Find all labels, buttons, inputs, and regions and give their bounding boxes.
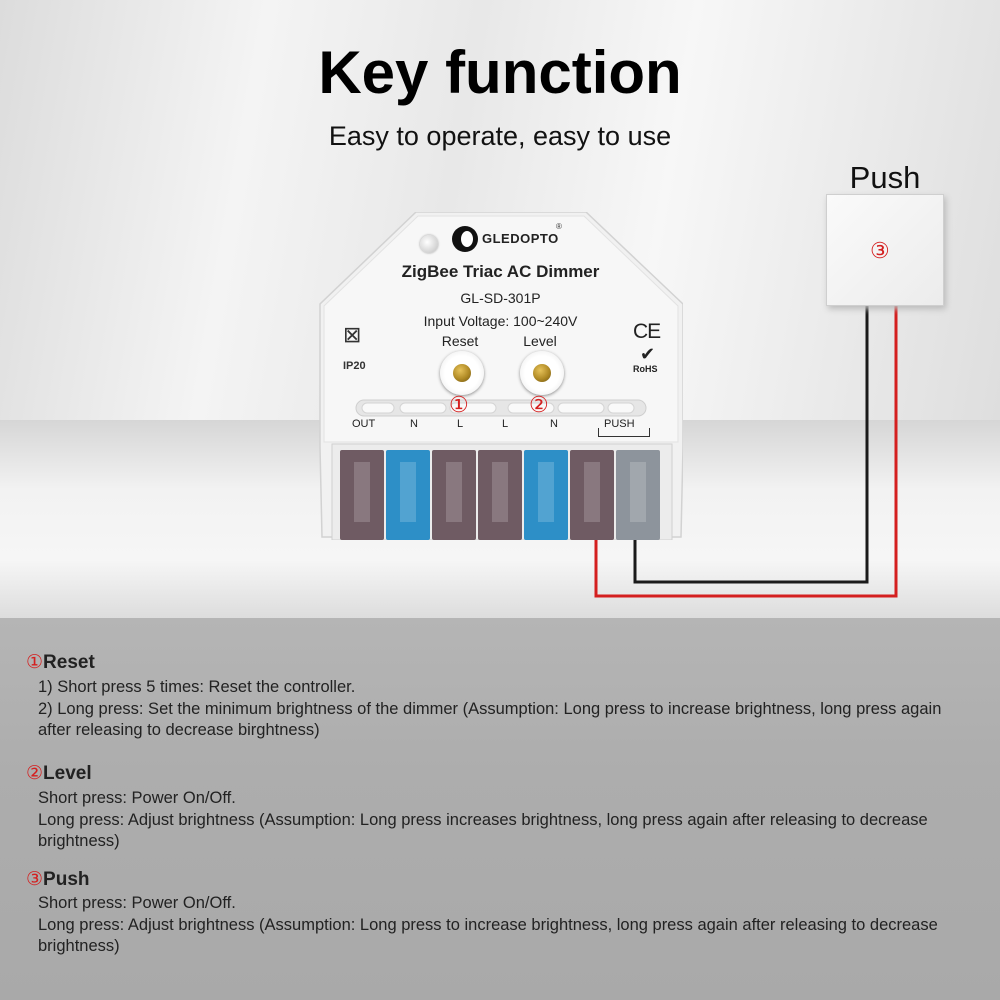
section-title: Level bbox=[43, 763, 92, 784]
section-marker: ① bbox=[26, 652, 44, 673]
terminal-lever bbox=[386, 450, 430, 540]
section-marker: ② bbox=[26, 763, 44, 784]
terminal-lever bbox=[524, 450, 568, 540]
section-line: Long press: Adjust brightness (Assumptio… bbox=[38, 915, 938, 956]
page-subtitle: Easy to operate, easy to use bbox=[328, 121, 672, 151]
terminal-lever bbox=[478, 450, 522, 540]
terminal-lever bbox=[432, 450, 476, 540]
terminal-lever bbox=[616, 450, 660, 540]
ce-mark: CE bbox=[633, 320, 661, 343]
section-level-body: Short press: Power On/Off. Long press: A… bbox=[38, 788, 958, 853]
device-name: ZigBee Triac AC Dimmer bbox=[401, 262, 600, 281]
section-level-heading: ②Level bbox=[26, 762, 92, 785]
terminal-slot bbox=[399, 402, 447, 414]
terminal-label-n2: N bbox=[550, 418, 558, 430]
terminal-slot bbox=[449, 402, 497, 414]
status-led bbox=[420, 235, 438, 253]
section-title: Reset bbox=[43, 652, 95, 673]
rohs-mark: RoHS bbox=[633, 364, 658, 374]
terminal-label-out: OUT bbox=[352, 418, 376, 430]
terminal-lever bbox=[340, 450, 384, 540]
terminal-lever-groove bbox=[538, 462, 554, 522]
section-line: 1) Short press 5 times: Reset the contro… bbox=[38, 678, 356, 696]
red-wire bbox=[594, 304, 898, 598]
page-title: Key function bbox=[318, 39, 682, 106]
terminal-label-n1: N bbox=[410, 418, 418, 430]
reset-label: Reset bbox=[441, 333, 479, 349]
terminal-lever bbox=[570, 450, 614, 540]
terminal-lever-groove bbox=[354, 462, 370, 522]
brand-logo: GLEDOPTO ® bbox=[452, 222, 572, 254]
black-wire bbox=[633, 304, 869, 584]
push-switch[interactable] bbox=[826, 194, 944, 306]
section-reset-heading: ①Reset bbox=[26, 651, 95, 674]
brand-name: GLEDOPTO bbox=[482, 231, 559, 246]
terminal-lever-groove bbox=[584, 462, 600, 522]
section-reset-body: 1) Short press 5 times: Reset the contro… bbox=[38, 677, 958, 742]
terminal-label-push: PUSH bbox=[604, 418, 635, 430]
terminal-lever-groove bbox=[400, 462, 416, 522]
weee-bin-icon: ⊠ bbox=[343, 322, 362, 347]
ip-rating: IP20 bbox=[343, 360, 366, 372]
section-push-heading: ③Push bbox=[26, 868, 90, 891]
checkmark-icon: ✔ bbox=[640, 344, 656, 364]
terminal-lever-groove bbox=[630, 462, 646, 522]
push-switch-title: Push bbox=[849, 160, 921, 195]
gledopto-logo-icon bbox=[452, 226, 478, 252]
level-button[interactable] bbox=[520, 351, 564, 395]
section-push-body: Short press: Power On/Off. Long press: A… bbox=[38, 893, 958, 958]
section-line: Long press: Adjust brightness (Assumptio… bbox=[38, 810, 928, 851]
level-marker: ② bbox=[529, 392, 549, 417]
registered-mark: ® bbox=[556, 222, 562, 231]
level-label: Level bbox=[523, 333, 557, 349]
terminal-slot bbox=[607, 402, 635, 414]
reset-button[interactable] bbox=[440, 351, 484, 395]
terminal-lever-groove bbox=[492, 462, 508, 522]
background-lower bbox=[0, 618, 1000, 1000]
push-switch-marker: ③ bbox=[870, 238, 890, 263]
push-bracket bbox=[598, 428, 650, 437]
terminal-block bbox=[340, 450, 660, 540]
terminal-label-l2: L bbox=[502, 418, 509, 430]
section-marker: ③ bbox=[26, 869, 44, 890]
section-title: Push bbox=[43, 869, 90, 890]
device-label-panel bbox=[323, 215, 679, 443]
terminal-slot bbox=[507, 402, 555, 414]
terminal-slot bbox=[557, 402, 605, 414]
terminal-lever-groove bbox=[446, 462, 462, 522]
reset-marker: ① bbox=[449, 392, 469, 417]
section-line: Short press: Power On/Off. bbox=[38, 789, 236, 807]
input-voltage: Input Voltage: 100~240V bbox=[423, 313, 578, 329]
device-model: GL-SD-301P bbox=[460, 290, 541, 306]
terminal-label-l1: L bbox=[457, 418, 464, 430]
section-line: 2) Long press: Set the minimum brightnes… bbox=[38, 699, 942, 740]
dimmer-device bbox=[319, 212, 683, 540]
terminal-slot bbox=[361, 402, 395, 414]
terminal-slots bbox=[361, 402, 635, 414]
section-line: Short press: Power On/Off. bbox=[38, 894, 236, 912]
